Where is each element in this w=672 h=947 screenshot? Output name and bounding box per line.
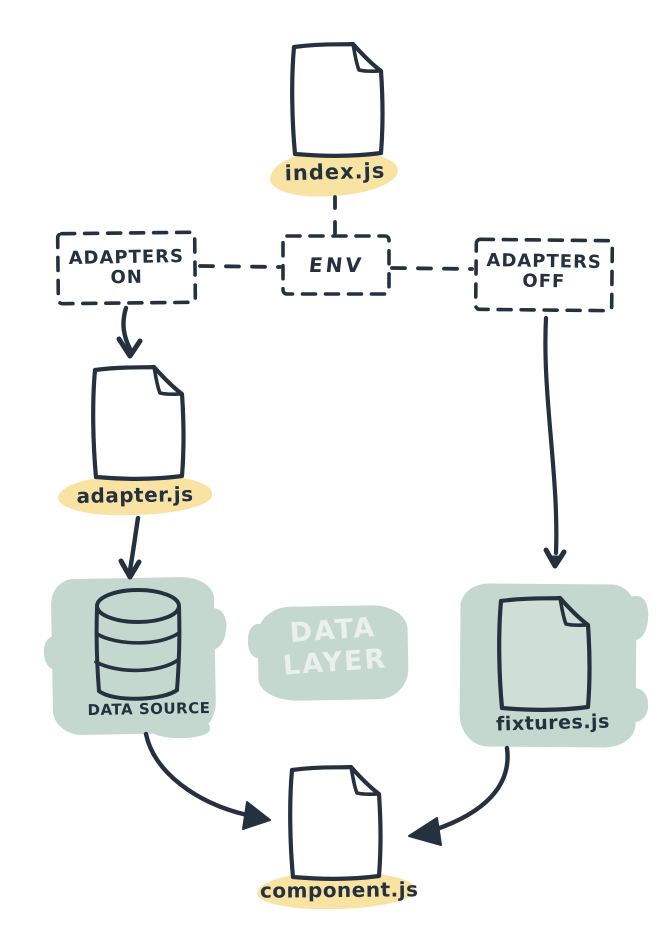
adapters-on-label: Adapters on [58,245,196,289]
arrow-adapters-on-to-adapter [116,305,143,359]
fixtures-highlight-streak [478,726,548,746]
connector-env-to-adapters-off [390,266,474,271]
arrow-adapter-to-data-source [118,515,142,580]
arrow-fixtures-to-component [408,745,510,846]
adapters-on-label-line2: on [110,266,144,289]
env-label: ENV [307,253,366,277]
adapters-on-box [55,230,198,306]
adapters-off-label: Adapters off [476,249,613,293]
env-box [281,234,391,296]
data-source-label: Data source [87,698,211,720]
connector-env-to-adapters-on [198,264,282,269]
arrow-adapters-off-to-fixtures [543,315,567,569]
data-layer-highlight-streak [248,624,270,658]
adapters-on-label-line1: Adapters [68,245,185,270]
adapters-off-label-line2: off [522,270,566,293]
data-layer-label: Data Layer [260,610,408,684]
adapters-off-label-line1: Adapters [486,249,603,274]
fixtures-file-label: fixtures.js [495,710,611,736]
adapter-file-icon [93,367,183,479]
arrow-data-source-to-component [143,731,271,830]
fixtures-highlight-streak [618,688,648,722]
index-file-label: index.js [284,158,386,186]
database-icon [94,588,182,701]
fixtures-file-icon [499,598,589,710]
component-file-icon [290,767,380,879]
adapters-off-box [473,237,615,313]
data-source-highlight-streak [150,718,210,738]
component-file-label: component.js [259,877,419,903]
adapter-file-label: adapter.js [76,481,194,509]
index-file-icon [292,44,382,156]
